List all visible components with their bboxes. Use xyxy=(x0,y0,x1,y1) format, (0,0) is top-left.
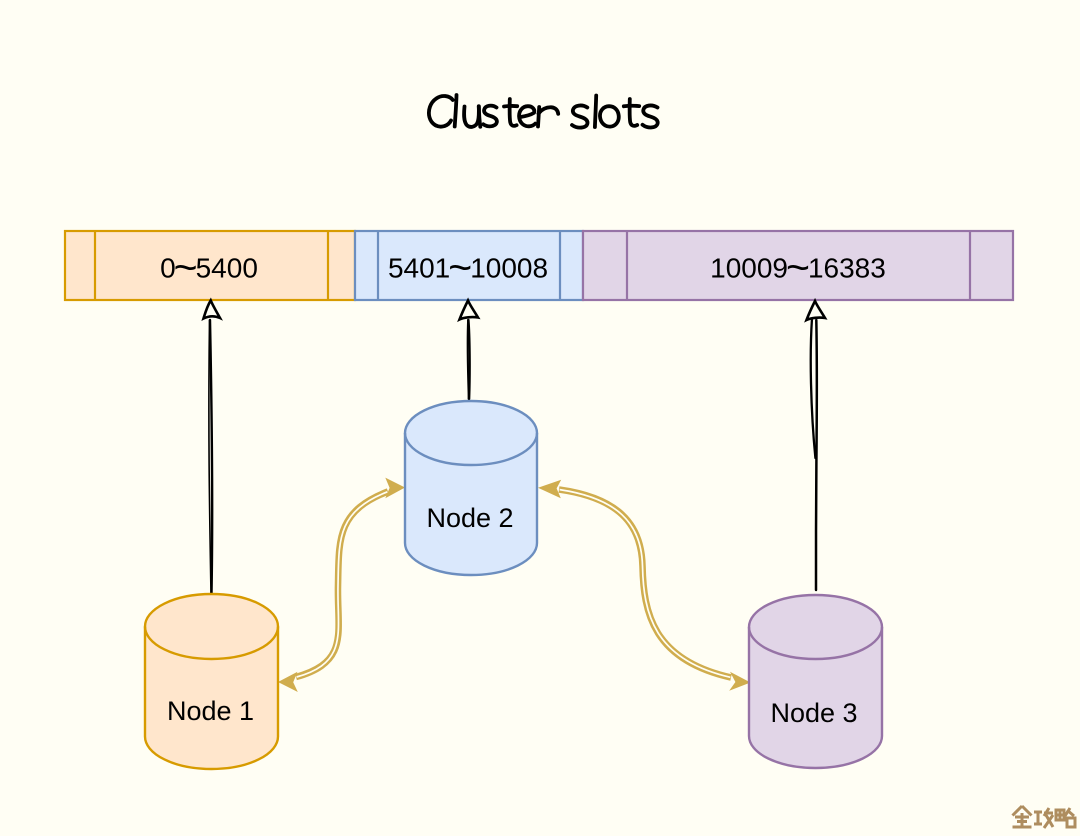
svg-text:Node 1: Node 1 xyxy=(167,696,254,726)
svg-text:Node 3: Node 3 xyxy=(770,698,857,728)
svg-text:10009~16383: 10009~16383 xyxy=(710,244,886,290)
svg-text:Node 2: Node 2 xyxy=(426,503,513,533)
svg-text:0~5400: 0~5400 xyxy=(160,244,258,290)
svg-text:5401~10008: 5401~10008 xyxy=(388,244,548,290)
